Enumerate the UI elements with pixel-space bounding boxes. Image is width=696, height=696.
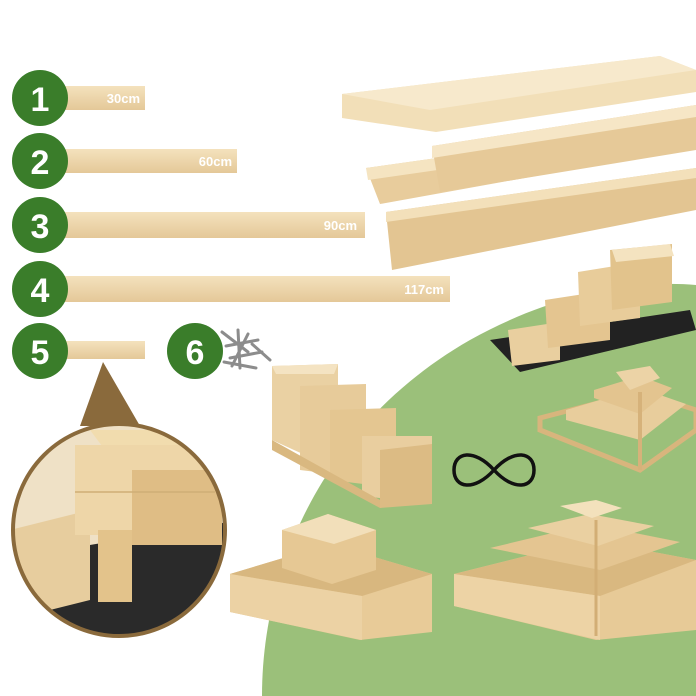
number-badge [167,323,223,379]
staircase-planter [272,364,432,508]
two-tier-planter [230,514,432,640]
part-number: 5 [31,334,50,372]
part-1: 1 30cm [12,70,145,126]
part-number: 2 [31,144,50,182]
detail-callout-pointer [80,362,140,426]
part-number: 3 [31,208,50,246]
plank-117cm [60,276,450,302]
part-5: 5 [12,323,145,379]
staircase-planter-mat [490,244,696,372]
number-badge [12,133,68,189]
screws-icon [220,328,272,370]
joint-detail-view [11,422,227,638]
part-3: 3 90cm [12,197,365,253]
part-number: 4 [31,272,50,310]
infinity-icon [452,453,536,487]
plank-length: 30cm [107,91,140,106]
number-badge [12,70,68,126]
plank-90cm [60,212,365,238]
part-4: 4 117cm [12,261,450,317]
number-badge [12,323,68,379]
part-number: 1 [31,81,50,119]
plank-length: 117cm [404,282,444,297]
pyramid-planter-multi [454,500,696,640]
part-number: 6 [186,334,205,372]
pyramid-planter-large [537,366,696,473]
number-badge [12,197,68,253]
number-badge [12,261,68,317]
plank-length: 60cm [199,154,232,169]
part-6: 6 [167,323,272,379]
corner-post [60,341,145,359]
plank-60cm [60,149,237,173]
part-2: 2 60cm [12,133,237,189]
board-stack [342,56,696,270]
plank-length: 90cm [324,218,357,233]
plank-30cm [60,86,145,110]
